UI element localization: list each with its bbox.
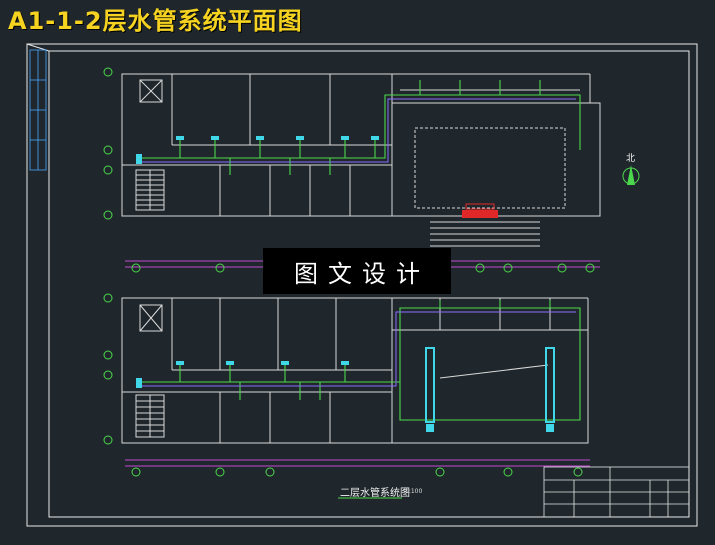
title-block xyxy=(543,466,690,518)
north-label: 北 xyxy=(626,154,636,164)
lower-supply-pipes xyxy=(140,300,581,421)
page-title: A1-1-2层水管系统平面图 xyxy=(8,7,303,35)
lower-fan-units xyxy=(136,361,554,432)
upper-fan-units xyxy=(136,136,379,164)
upper-supply-pipes xyxy=(140,80,581,175)
lower-fan-coil-columns xyxy=(425,347,555,423)
drawing-caption: 二层水管系统图 xyxy=(340,488,410,499)
lower-axis-line xyxy=(125,459,590,467)
upper-floor-plan xyxy=(121,73,601,247)
lower-axis-bubbles xyxy=(103,293,583,477)
upper-heater xyxy=(462,203,498,218)
lower-return-pipes xyxy=(140,311,576,387)
watermark-banner: 图文设计 xyxy=(263,248,451,294)
drawing-frame xyxy=(26,43,698,527)
north-arrow-icon xyxy=(622,165,640,185)
drawing-scale: 1:100 xyxy=(405,488,423,495)
upper-axis-bubbles xyxy=(103,67,595,273)
lower-floor-plan xyxy=(121,297,589,444)
binding-strip xyxy=(29,49,47,171)
upper-return-pipes xyxy=(140,98,576,163)
